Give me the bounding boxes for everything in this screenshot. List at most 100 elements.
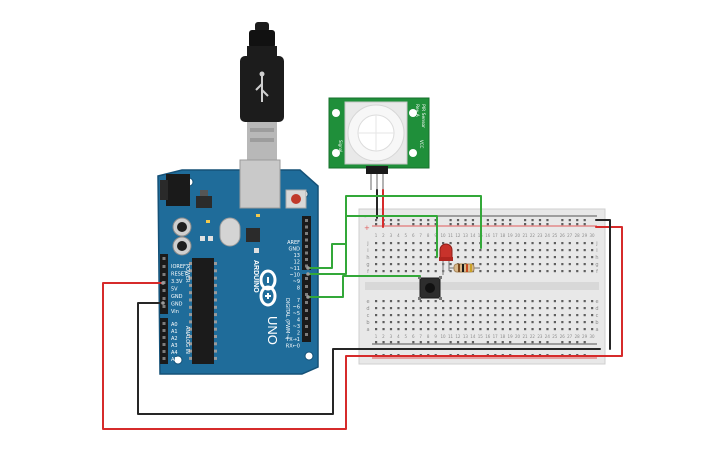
analog-header-pin[interactable] (162, 357, 166, 360)
terminal-hole[interactable] (538, 300, 542, 303)
terminal-hole[interactable] (553, 300, 556, 303)
terminal-hole[interactable] (568, 307, 571, 310)
terminal-hole[interactable] (434, 300, 437, 303)
analog-header-pin[interactable] (162, 336, 166, 339)
terminal-hole[interactable] (561, 321, 564, 324)
rail-hole[interactable] (427, 223, 430, 226)
terminal-hole[interactable] (538, 321, 542, 324)
terminal-hole[interactable] (583, 314, 586, 317)
terminal-hole[interactable] (471, 249, 475, 252)
terminal-hole[interactable] (479, 256, 482, 259)
terminal-hole[interactable] (561, 242, 564, 245)
rail-hole[interactable] (397, 219, 400, 222)
rail-hole[interactable] (427, 341, 430, 344)
terminal-hole[interactable] (442, 307, 445, 310)
digital-header-pin[interactable] (305, 301, 308, 304)
terminal-hole[interactable] (509, 328, 512, 331)
terminal-hole[interactable] (479, 300, 482, 303)
terminal-hole[interactable] (524, 307, 527, 310)
digital-header-pin[interactable] (305, 309, 308, 312)
terminal-hole[interactable] (412, 270, 415, 273)
terminal-hole[interactable] (568, 242, 571, 245)
terminal-hole[interactable] (561, 307, 564, 310)
terminal-hole[interactable] (546, 263, 549, 266)
rail-hole[interactable] (576, 341, 579, 344)
terminal-hole[interactable] (501, 300, 504, 303)
terminal-hole[interactable] (449, 328, 452, 331)
terminal-hole[interactable] (524, 321, 527, 324)
digital-header-pin[interactable] (305, 232, 308, 235)
rail-hole[interactable] (494, 341, 497, 344)
terminal-hole[interactable] (509, 263, 512, 266)
rail-hole[interactable] (449, 341, 452, 344)
terminal-hole[interactable] (516, 328, 519, 331)
terminal-hole[interactable] (375, 328, 378, 331)
terminal-hole[interactable] (419, 270, 422, 273)
terminal-hole[interactable] (412, 263, 415, 266)
terminal-hole[interactable] (524, 328, 527, 331)
rail-hole[interactable] (471, 341, 475, 344)
terminal-hole[interactable] (397, 242, 400, 245)
terminal-hole[interactable] (553, 270, 556, 273)
terminal-hole[interactable] (494, 249, 497, 252)
terminal-hole[interactable] (404, 263, 407, 266)
rail-hole[interactable] (494, 223, 497, 226)
digital-header-pin[interactable] (305, 293, 308, 296)
terminal-hole[interactable] (442, 321, 445, 324)
terminal-hole[interactable] (389, 328, 393, 331)
rail-hole[interactable] (546, 219, 549, 222)
terminal-hole[interactable] (516, 242, 519, 245)
rail-hole[interactable] (509, 341, 512, 344)
terminal-hole[interactable] (553, 328, 556, 331)
terminal-hole[interactable] (389, 270, 393, 273)
terminal-hole[interactable] (494, 242, 497, 245)
terminal-hole[interactable] (389, 314, 393, 317)
rail-hole[interactable] (576, 223, 579, 226)
rail-hole[interactable] (524, 219, 527, 222)
terminal-hole[interactable] (494, 328, 497, 331)
terminal-hole[interactable] (568, 300, 571, 303)
terminal-hole[interactable] (546, 256, 549, 259)
terminal-hole[interactable] (576, 307, 579, 310)
terminal-hole[interactable] (583, 242, 586, 245)
terminal-hole[interactable] (524, 256, 527, 259)
terminal-hole[interactable] (397, 314, 400, 317)
terminal-hole[interactable] (591, 249, 594, 252)
rail-hole[interactable] (389, 219, 393, 222)
terminal-hole[interactable] (501, 242, 504, 245)
terminal-hole[interactable] (397, 300, 400, 303)
terminal-hole[interactable] (434, 242, 437, 245)
rail-hole[interactable] (568, 223, 571, 226)
digital-header-pin[interactable] (305, 325, 308, 328)
digital-header-pin[interactable] (305, 333, 308, 336)
terminal-hole[interactable] (434, 328, 437, 331)
terminal-hole[interactable] (427, 242, 430, 245)
power-header-pin[interactable] (162, 297, 166, 300)
rail-hole[interactable] (561, 219, 564, 222)
rail-hole[interactable] (382, 341, 385, 344)
rail-hole[interactable] (471, 223, 475, 226)
terminal-hole[interactable] (375, 314, 378, 317)
digital-header-pin[interactable] (305, 264, 308, 268)
terminal-hole[interactable] (389, 307, 393, 310)
terminal-hole[interactable] (546, 321, 549, 324)
terminal-hole[interactable] (449, 263, 452, 266)
terminal-hole[interactable] (583, 256, 586, 259)
terminal-hole[interactable] (375, 249, 378, 252)
terminal-hole[interactable] (516, 321, 519, 324)
terminal-hole[interactable] (382, 242, 385, 245)
terminal-hole[interactable] (509, 321, 512, 324)
terminal-hole[interactable] (486, 270, 489, 273)
terminal-hole[interactable] (479, 314, 482, 317)
terminal-hole[interactable] (509, 249, 512, 252)
terminal-hole[interactable] (576, 270, 579, 273)
terminal-hole[interactable] (531, 300, 534, 303)
terminal-hole[interactable] (456, 249, 460, 252)
terminal-hole[interactable] (389, 242, 393, 245)
terminal-hole[interactable] (531, 328, 534, 331)
terminal-hole[interactable] (442, 328, 445, 331)
terminal-hole[interactable] (576, 328, 579, 331)
terminal-hole[interactable] (456, 314, 460, 317)
terminal-hole[interactable] (375, 321, 378, 324)
rail-hole[interactable] (471, 219, 475, 222)
